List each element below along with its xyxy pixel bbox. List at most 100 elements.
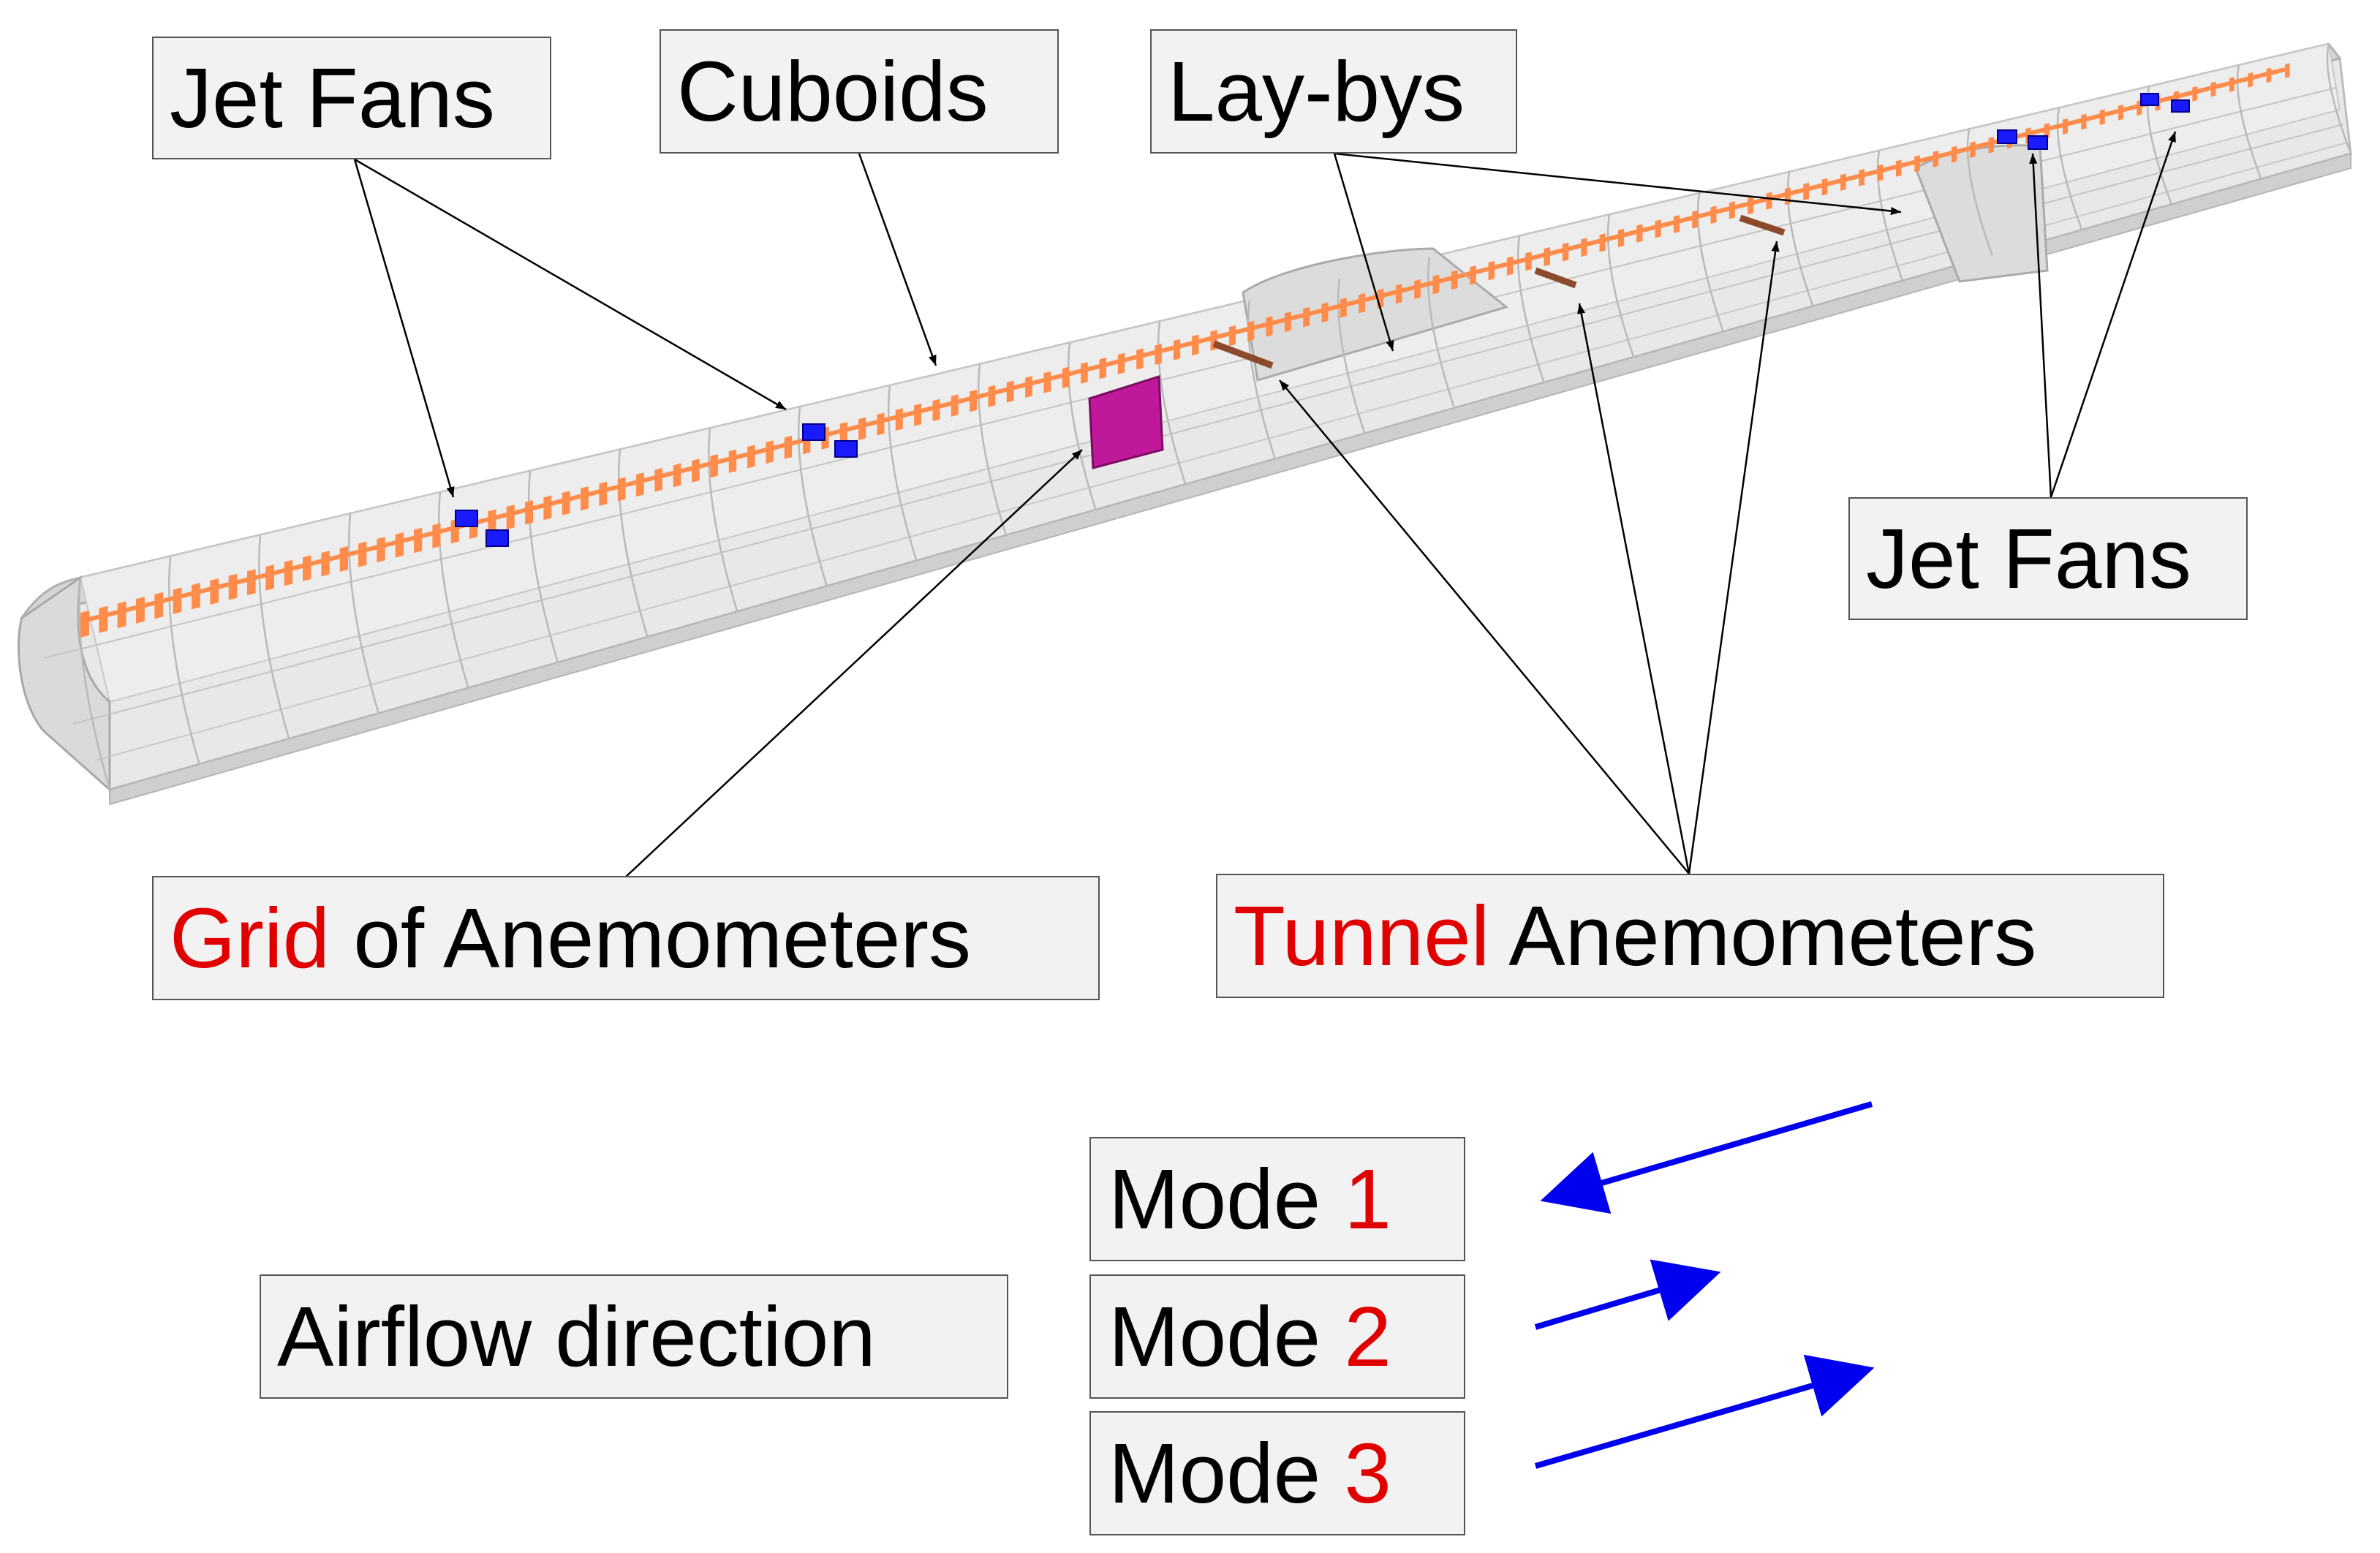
cuboid: [117, 601, 126, 629]
tunnel-rib: [1516, 235, 1545, 383]
cuboid: [2285, 63, 2290, 78]
cuboid: [543, 495, 552, 521]
cuboid: [654, 467, 663, 492]
tunnel-rib: [1876, 150, 1904, 281]
cuboids-text: Cuboids: [677, 44, 989, 139]
tunnel-rib: [438, 492, 469, 689]
cuboid-band: [80, 67, 2286, 624]
mode-3-arrow: [1534, 1354, 1875, 1469]
cuboid: [173, 587, 182, 614]
airflow-direction-label: Airflow direction: [260, 1274, 1008, 1399]
cuboid: [895, 408, 903, 431]
tunnel-rib: [708, 428, 738, 612]
cuboid: [506, 505, 515, 530]
cuboid: [728, 449, 737, 473]
jet-fans-text: Jet Fans: [170, 50, 495, 146]
tunnel-rib: [168, 556, 200, 765]
cuboid-row: [80, 63, 2290, 638]
tunnel-rib: [1966, 129, 1993, 256]
callout-line: [858, 153, 937, 366]
cuboid: [525, 500, 533, 525]
jet-fans-label-left: Jet Fans: [152, 37, 551, 159]
tunnel-rib: [1696, 193, 1724, 333]
callout-lines: [353, 131, 2177, 878]
jet-fan-group: [455, 93, 2190, 547]
jet-fans-text: Jet Fans: [1866, 511, 2191, 606]
cuboid: [265, 564, 274, 591]
mode-number: 2: [1344, 1289, 1391, 1384]
tunnel-rib: [797, 407, 828, 586]
tunnel-ribs: [78, 43, 2352, 790]
cuboid: [210, 578, 219, 605]
cuboid: [710, 454, 718, 478]
cuboids-label: Cuboids: [660, 29, 1059, 154]
jet-fan: [802, 423, 826, 441]
cuboid: [228, 573, 238, 600]
cuboid: [284, 559, 293, 586]
cuboid: [192, 583, 200, 610]
tunnel-anemometers: [1212, 214, 1786, 369]
cuboid: [673, 463, 681, 488]
tunnel-rib: [258, 534, 290, 739]
tunnel-rib: [2236, 64, 2262, 180]
cuboid: [99, 605, 108, 633]
jet-fan: [455, 510, 478, 527]
mode-2-arrow: [1534, 1259, 1721, 1330]
callout-line: [1333, 153, 1394, 352]
tunnel-rib: [1247, 300, 1276, 459]
mode-2-label: Mode 2: [1089, 1274, 1465, 1399]
cuboid: [858, 417, 866, 440]
cuboid: [395, 532, 404, 558]
cuboid: [617, 477, 626, 502]
jet-fan: [486, 529, 509, 547]
tunnel-anemometer: [1212, 340, 1274, 369]
lay-bys-text: Lay-bys: [1168, 44, 1465, 139]
tunnel-rib: [887, 385, 918, 562]
callout-line: [1279, 379, 1690, 874]
mode-number: 1: [1344, 1152, 1391, 1247]
callout-line: [2050, 131, 2177, 498]
grid-rest-text: of Anemometers: [330, 891, 972, 986]
cuboid: [432, 523, 441, 548]
jet-fan: [2140, 93, 2159, 106]
mode-1-label: Mode 1: [1089, 1137, 1465, 1261]
tunnel-rib: [977, 363, 1008, 536]
callout-line: [353, 159, 455, 498]
tunnel-rib: [618, 449, 649, 638]
cuboid: [154, 592, 164, 619]
tunnel-rib: [1157, 321, 1187, 485]
callout-line: [624, 449, 1083, 878]
cuboid: [339, 545, 349, 572]
mode-word: Mode: [1108, 1289, 1345, 1384]
tunnel-rest-text: Anemometers: [1489, 888, 2037, 983]
jet-fans-label-right: Jet Fans: [1848, 497, 2248, 620]
mode-1-arrow: [1540, 1101, 1873, 1214]
lay-bys-label: Lay-bys: [1150, 29, 1517, 154]
cuboid: [581, 486, 589, 511]
cuboid: [747, 445, 755, 469]
cuboid: [877, 412, 885, 436]
cuboid: [136, 597, 145, 624]
tunnel-rib: [1786, 172, 1814, 307]
tunnel-rib: [1427, 257, 1456, 409]
jet-fan: [2171, 99, 2190, 113]
cuboid: [488, 509, 496, 534]
callout-line: [1334, 152, 1902, 216]
tunnel-rib: [2056, 107, 2083, 230]
cuboid: [358, 541, 367, 567]
grid-accent-text: Grid: [170, 891, 330, 986]
callout-line: [1577, 303, 1690, 874]
cuboid: [599, 481, 608, 506]
airflow-direction-text: Airflow direction: [277, 1289, 876, 1384]
mode-word: Mode: [1108, 1152, 1345, 1247]
tunnel-rib: [528, 470, 559, 663]
cuboid: [80, 611, 89, 638]
cuboid: [914, 403, 922, 426]
tunnel-anemometer: [1739, 214, 1786, 236]
tunnel-anemometer: [1534, 267, 1577, 289]
cuboid: [932, 398, 940, 422]
tunnel-rib: [78, 577, 111, 790]
cuboid: [303, 555, 311, 581]
cuboid: [636, 472, 644, 497]
